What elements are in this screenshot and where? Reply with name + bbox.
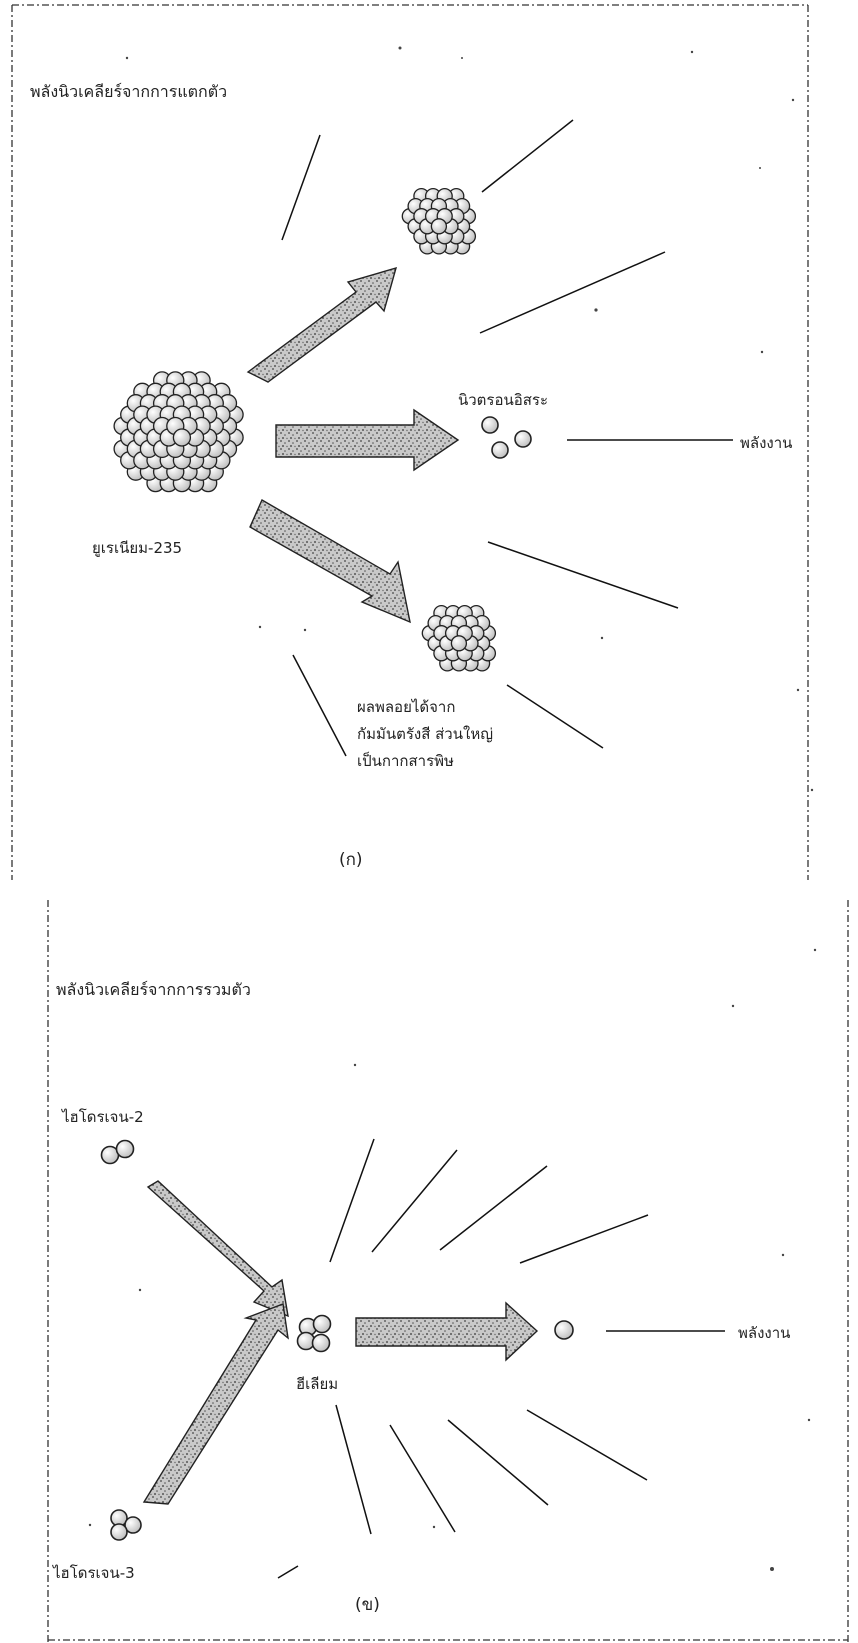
arrow-to-energy-neutron: [356, 1303, 537, 1360]
helium-label: ฮีเลียม: [296, 1372, 338, 1396]
fission-caption: (ก): [339, 846, 363, 873]
helium-nucleus: [298, 1316, 331, 1352]
arrow-to-free-neutrons: [276, 410, 458, 470]
byproduct-line-1: ผลพลอยได้จาก: [357, 694, 493, 721]
fusion-energy-rays: [278, 1139, 725, 1578]
byproduct-label: ผลพลอยได้จาก กัมมันตรังสี ส่วนใหญ่ เป็นก…: [357, 694, 493, 775]
uranium-235-label: ยูเรเนียม-235: [92, 536, 182, 560]
arrow-to-fragment-top: [248, 268, 396, 382]
nucleon: [431, 219, 446, 234]
fission-fragment-top: [402, 189, 475, 254]
free-neutrons: [482, 417, 531, 458]
fission-energy-label: พลังงาน: [740, 431, 792, 455]
nucleon: [173, 429, 190, 446]
arrow-to-fragment-bottom: [250, 500, 410, 622]
hydrogen-3-label: ไฮโดรเจน-3: [53, 1561, 135, 1585]
byproduct-line-2: กัมมันตรังสี ส่วนใหญ่: [357, 721, 493, 748]
fission-fragment-bottom: [422, 606, 495, 671]
uranium-235-nucleus: [114, 372, 243, 492]
fission-title: พลังนิวเคลียร์จากการแตกตัว: [30, 80, 227, 105]
fusion-title: พลังนิวเคลียร์จากการรวมตัว: [56, 978, 251, 1003]
hydrogen-3-nucleus: [111, 1510, 141, 1540]
free-neutron-label: นิวตรอนอิสระ: [458, 388, 548, 412]
fusion-caption: (ข): [355, 1591, 380, 1618]
hydrogen-2-nucleus: [102, 1141, 134, 1164]
fusion-energy-label: พลังงาน: [738, 1321, 790, 1345]
nucleon: [451, 636, 466, 651]
arrow-from-h2: [148, 1181, 288, 1316]
byproduct-line-3: เป็นกากสารพิษ: [357, 748, 493, 775]
arrow-from-h3: [144, 1304, 288, 1504]
released-neutron: [555, 1321, 573, 1339]
hydrogen-2-label: ไฮโดรเจน-2: [62, 1105, 144, 1129]
